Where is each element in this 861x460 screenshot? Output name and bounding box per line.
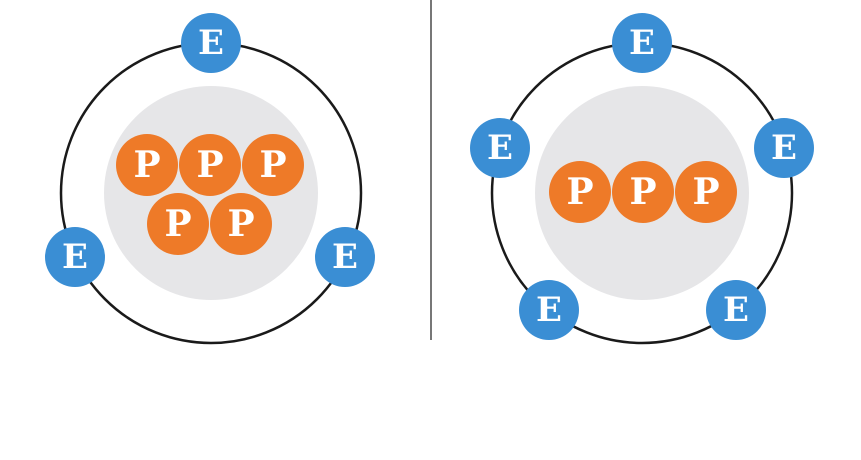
electron-label: E	[629, 23, 655, 63]
electron-label: E	[771, 128, 797, 168]
electron-label: E	[536, 290, 562, 330]
electron-label: E	[487, 128, 513, 168]
proton-label: P	[164, 203, 191, 245]
proton-label: P	[566, 171, 593, 213]
electron-label: E	[62, 237, 88, 277]
proton-label: P	[196, 144, 223, 186]
electron-label: E	[723, 290, 749, 330]
proton: P	[116, 134, 178, 196]
proton-label: P	[629, 171, 656, 213]
proton: P	[675, 161, 737, 223]
proton: P	[147, 193, 209, 255]
proton: P	[210, 193, 272, 255]
electron: E	[754, 118, 814, 178]
proton-label: P	[133, 144, 160, 186]
proton-label: P	[227, 203, 254, 245]
electron: E	[706, 280, 766, 340]
proton-label: P	[259, 144, 286, 186]
electron: E	[315, 227, 375, 287]
electron: E	[181, 13, 241, 73]
atom-right: P P P E E E E E	[470, 13, 814, 345]
proton: P	[179, 134, 241, 196]
proton: P	[242, 134, 304, 196]
proton: P	[549, 161, 611, 223]
electron: E	[519, 280, 579, 340]
atom-left: P P P P P E E E	[45, 13, 375, 345]
electron: E	[45, 227, 105, 287]
proton-label: P	[692, 171, 719, 213]
electron: E	[612, 13, 672, 73]
electron-label: E	[332, 237, 358, 277]
proton: P	[612, 161, 674, 223]
electron: E	[470, 118, 530, 178]
electron-label: E	[198, 23, 224, 63]
